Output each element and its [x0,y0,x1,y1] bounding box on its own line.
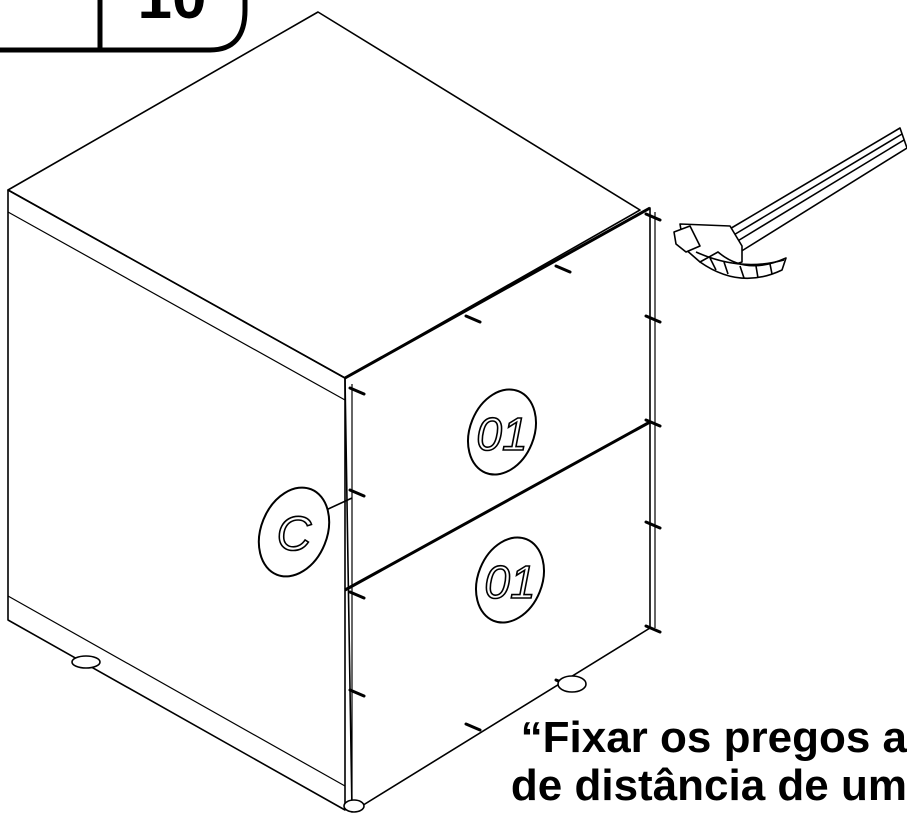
part-label-01-bottom: 01 [475,536,545,624]
drawer-divider [344,420,651,592]
nail [644,314,662,324]
nail [348,386,366,396]
caster-wheel [557,675,587,693]
side-panel [7,189,346,811]
nail [348,590,366,600]
step-badge: 10 [0,0,248,53]
part-label-01-top: 01 [467,388,537,476]
part-label-c: C [257,486,353,578]
nail [348,488,366,498]
caster-wheels [71,655,587,813]
nail [554,264,572,274]
instruction-caption-line-1: “Fixar os pregos a [520,713,907,762]
label-text: 01 [476,408,527,460]
nail [644,418,662,428]
label-text: 01 [484,556,535,608]
instruction-caption-line-2: de distância de um [510,761,907,810]
cabinet-top [7,11,641,379]
nail [348,688,366,698]
hammer-icon [673,127,907,280]
caster-wheel [71,655,101,669]
nail [644,212,662,222]
nail [644,520,662,530]
caster-wheel [343,799,365,813]
nail [464,314,482,324]
step-number: 10 [138,0,207,32]
cabinet [7,11,656,813]
label-text: C [277,508,312,561]
nail [644,624,662,634]
nail [464,722,482,732]
